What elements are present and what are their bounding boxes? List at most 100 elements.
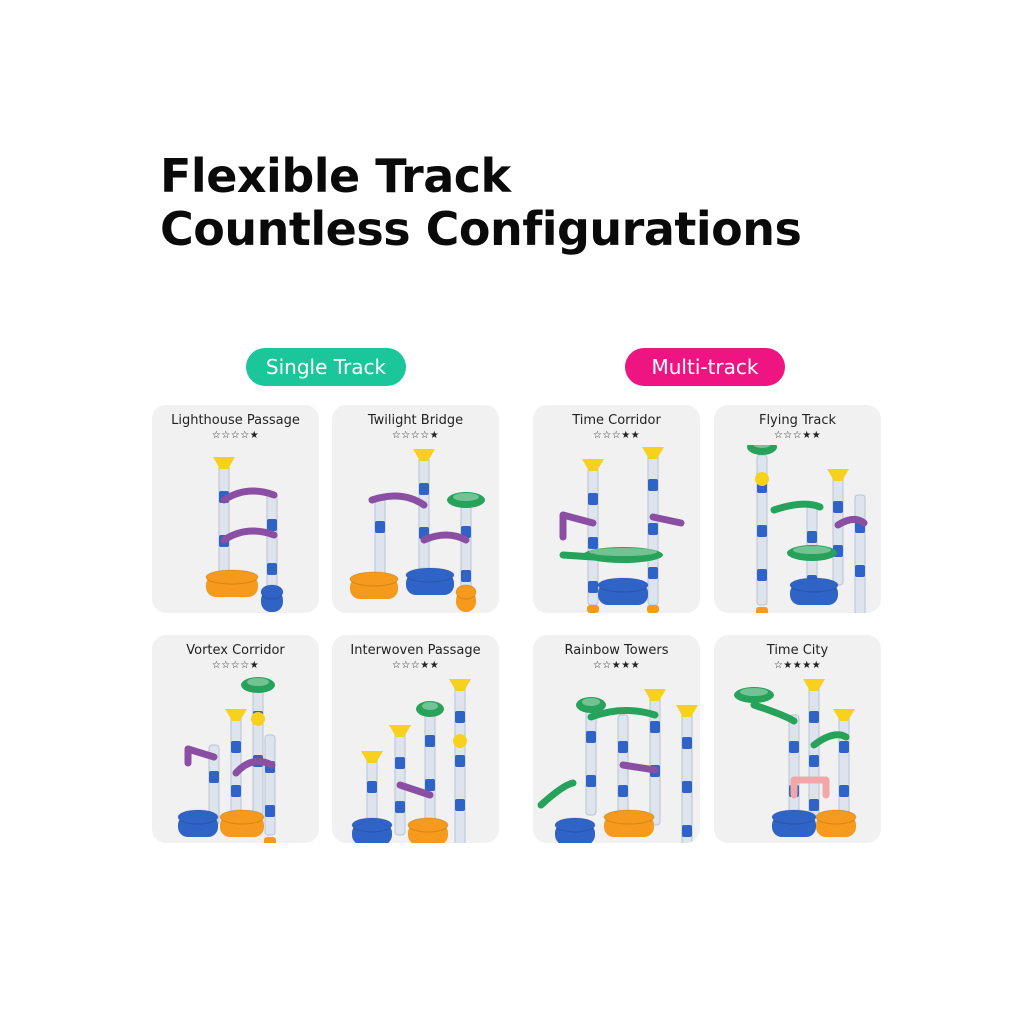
track-chute [559,551,597,561]
track-chute [420,531,470,544]
wheel-piece [453,734,467,748]
difficulty-stars: ☆☆☆★★ [391,660,440,671]
config-card-time-city[interactable]: Time City ☆★★★★ [714,635,881,843]
blue-connector [839,741,849,753]
track-chute [396,781,434,799]
base-top [219,809,265,825]
track-chute [559,511,597,541]
spiral-bowl [787,545,837,561]
base-top [349,571,399,587]
clear-tube [252,684,264,816]
blue-connector [586,731,596,743]
funnel-piece [676,705,698,717]
blue-connector [588,537,598,549]
difficulty-stars: ☆☆☆☆★ [211,660,260,671]
base-top [177,809,219,825]
blue-connector [618,785,628,797]
config-name: Lighthouse Passage [171,413,300,428]
spiral-bowl [583,547,663,563]
funnel-piece [389,725,411,737]
track-chute [790,776,830,799]
blue-connector [586,775,596,787]
blue-connector [425,779,435,791]
funnel-piece [644,689,666,701]
orange-foot [587,605,599,613]
config-name: Vortex Corridor [186,643,285,658]
config-card-twilight-bridge[interactable]: Twilight Bridge ☆☆☆☆★ [332,405,499,613]
blue-connector [648,523,658,535]
base-top [351,817,393,833]
clear-tube [418,456,430,576]
blue-connector [682,825,692,837]
spiral-bowl [734,687,774,703]
clear-tube [424,708,436,826]
blue-connector [757,525,767,537]
track-illustration [349,449,485,612]
bowl-highlight [453,493,479,501]
config-card-lighthouse-passage[interactable]: Lighthouse Passage ☆☆☆☆★ [152,405,319,613]
funnel-piece [827,469,849,481]
base-top [455,584,477,600]
orange-foot [647,605,659,613]
funnel-piece [833,709,855,721]
track-chute [619,761,659,774]
bowl-highlight [247,678,269,686]
bowl-highlight [589,548,657,556]
track-chute [184,745,218,767]
difficulty-stars: ☆☆☆★★ [773,430,822,441]
bowl-highlight [582,698,600,706]
base-top [597,577,649,593]
bowl-highlight [753,445,771,448]
track-chute [587,706,659,721]
config-card-interwoven-passage[interactable]: Interwoven Passage ☆☆☆★★ [332,635,499,843]
blue-connector [618,741,628,753]
blue-connector [855,565,865,577]
track-chute [232,757,276,777]
spiral-bowl [747,445,777,455]
spiral-bowl [447,492,485,508]
blue-connector [648,567,658,579]
blue-connector [461,570,471,582]
difficulty-stars: ☆☆★★★ [592,660,641,671]
funnel-piece [582,459,604,471]
track-chute [750,701,798,725]
blue-connector [395,757,405,769]
orange-foot [756,607,768,613]
difficulty-stars: ☆☆☆☆★ [391,430,440,441]
funnel-piece [803,679,825,691]
config-name: Interwoven Passage [350,643,481,658]
config-card-time-corridor[interactable]: Time Corridor ☆☆☆★★ [533,405,700,613]
blue-connector [588,581,598,593]
blue-connector [209,771,219,783]
funnel-piece [361,751,383,763]
track-chute [368,492,428,509]
blue-connector [375,521,385,533]
track-chute [834,516,868,529]
headline-line-2: Countless Configurations [160,202,802,256]
blue-connector [231,741,241,753]
blue-connector [588,493,598,505]
blue-connector [395,801,405,813]
blue-connector [267,563,277,575]
config-card-rainbow-towers[interactable]: Rainbow Towers ☆☆★★★ [533,635,700,843]
funnel-piece [413,449,435,461]
base-top [771,809,817,825]
blue-connector [809,711,819,723]
track-illustration [559,447,685,613]
clear-tube [681,710,693,843]
blue-connector [267,519,277,531]
difficulty-stars: ☆★★★★ [773,660,822,671]
config-card-flying-track[interactable]: Flying Track ☆☆☆★★ [714,405,881,613]
blue-connector [650,721,660,733]
spiral-bowl [416,701,444,717]
base-top [603,809,655,825]
bowl-highlight [422,702,438,710]
spiral-bowl [576,697,606,713]
headline: Flexible Track Countless Configurations [160,150,802,256]
wheel-piece [251,712,265,726]
track-illustration [734,679,857,837]
blue-connector [455,711,465,723]
blue-connector [265,805,275,817]
base-top [789,577,839,593]
config-card-vortex-corridor[interactable]: Vortex Corridor ☆☆☆☆★ [152,635,319,843]
